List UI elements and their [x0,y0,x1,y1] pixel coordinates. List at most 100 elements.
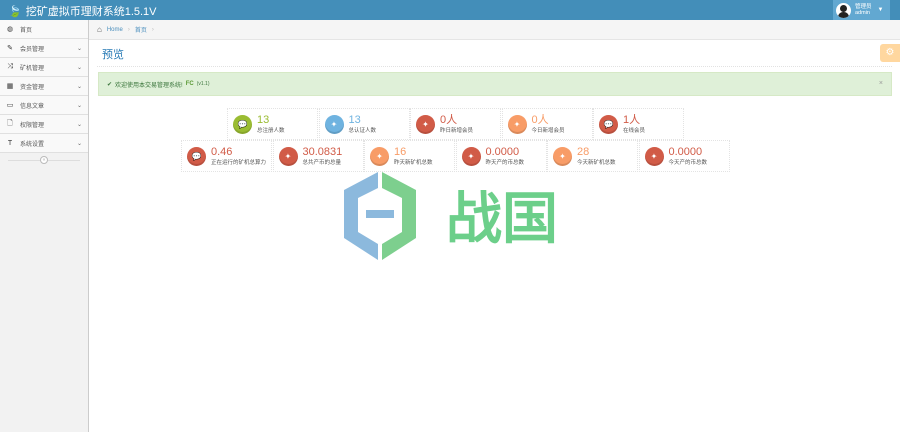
twitter-icon: ✦ [416,114,435,134]
stat-label: 总注册人数 [257,128,285,134]
stat-card: 💬 13 总注册人数 [227,108,318,140]
sidebar-collapse-button[interactable]: « [0,153,88,167]
sidebar-item-label: 矿机管理 [20,65,45,72]
stat-label: 今天新矿机总数 [577,160,616,166]
stat-card: ✦ 0.0000 今天产的币总数 [638,140,730,172]
sidebar-item-label: 首页 [20,27,33,34]
text-icon: T [7,139,13,147]
stat-value: 1人 [623,114,641,126]
stat-label: 昨天产的币总数 [485,160,525,166]
alert-brand: FC [185,81,194,87]
sidebar-item-funds[interactable]: ▦资金管理⌄ [0,77,88,96]
comments-icon: 💬 [599,114,618,134]
stat-label: 昨日新增会员 [440,128,474,134]
stat-card: ✦ 0人昨日新增会员 [410,108,501,140]
stat-label: 今日新增会员 [531,128,565,134]
twitter-icon: ✦ [644,146,664,166]
stat-value: 0人 [440,114,458,126]
stat-label: 总共产币的总量 [302,160,342,166]
twitter-icon: ✦ [324,114,344,134]
comments-icon: 💬 [233,114,252,134]
stat-label: 正在运行的矿机总算力 [211,160,267,166]
sidebar-item-miners[interactable]: ⤨ 矿机管理 ⌄ [0,58,88,77]
sidebar-item-articles[interactable]: ▭ 信息文章 ⌄ [0,96,88,115]
home-icon: ⌂ [97,25,102,34]
breadcrumb-separator: › [127,26,130,33]
divider [97,66,892,67]
stat-value: 30.0831 [302,146,343,158]
stat-value: 13 [257,114,270,126]
check-icon: ✔ [107,81,113,88]
alert-text: 欢迎使用本交易管理系统! [115,82,183,89]
watermark-logo: 战国 [344,172,558,260]
leaf-icon: 🍃 [8,5,22,18]
logo-bar [366,210,394,218]
sidebar: ◍ 首页 ✎ 会员管理 ⌄ ⤨ 矿机管理 ⌄ ▦ 资金管理 ⌄ ▭ 信息文章 ⌄ 🗋 权限管理 ⌄ T… [0,20,89,432]
calendar-icon: ▦ [6,83,14,90]
stat-value: 13 [348,114,361,126]
sidebar-item-permissions[interactable]: 🗋 权限管理 ⌄ [0,115,88,134]
caret-down-icon: ▼ [877,7,884,13]
dashboard-icon: ◍ [6,26,14,33]
stat-value: 0.46 [211,146,233,158]
user-role: 管理员 [855,4,872,10]
stat-label: 昨天新矿机总数 [394,160,433,166]
stat-card: ✦ 30.0831 总共产币的总量 [272,140,364,172]
sidebar-item-label: 资金管理 [20,84,45,91]
chevron-down-icon: ⌄ [76,140,82,147]
stat-value: 0.0000 [485,146,520,158]
stat-card: ✦ 0.0000 昨天产的币总数 [455,140,547,172]
stat-card: 💬 1人在线会员 [593,108,684,140]
list-icon: ▭ [6,102,14,109]
stat-card: ✦ 0人今日新增会员 [501,108,593,140]
twitter-icon: ✦ [461,146,481,166]
sidebar-item-label: 信息文章 [20,103,45,110]
chevron-down-icon: ⌄ [76,121,82,128]
user-name: admin [855,10,870,16]
stat-card: ✦ 13 总认证人数 [318,108,410,140]
stat-label: 总认证人数 [348,128,377,134]
welcome-alert: ✔ 欢迎使用本交易管理系统! FC (v1.1) × [98,72,892,96]
comments-icon: 💬 [187,146,206,166]
sidebar-item-members[interactable]: ✎ 会员管理 ⌄ [0,39,88,58]
chevron-down-icon: ⌄ [76,64,82,71]
double-angle-left-icon: « [40,156,48,164]
file-icon: 🗋 [7,119,13,127]
stat-value: 16 [394,146,407,158]
twitter-icon: ✦ [278,146,298,166]
stat-card: 💬 0.46 正在运行的矿机总算力 [181,140,272,172]
page-title: 预览 [102,49,124,61]
brand[interactable]: 🍃挖矿虚拟币理财系统1.5.1V [8,3,157,19]
edit-icon: ✎ [7,45,13,52]
alert-version: (v1.1) [196,81,210,87]
gear-icon: ⚙ [885,47,895,58]
logo-hexagon-left [344,172,378,260]
stat-value: 28 [577,146,590,158]
stat-label: 在线会员 [623,128,646,134]
app-title: 挖矿虚拟币理财系统1.5.1V [25,6,157,18]
twitter-icon: ✦ [507,114,527,134]
stat-label: 今天产的币总数 [668,160,708,166]
sidebar-item-home[interactable]: ◍ 首页 [0,20,88,39]
breadcrumb-current[interactable]: 首页 [134,28,147,34]
chevron-down-icon: ⌄ [76,102,82,109]
close-icon[interactable]: × [878,80,883,87]
avatar [836,2,851,18]
settings-button[interactable]: ⚙ [880,44,900,62]
breadcrumb-separator: › [151,26,154,33]
stat-value: 0.0000 [668,146,703,158]
sidebar-item-label: 权限管理 [20,122,45,129]
stat-value: 0人 [531,114,549,126]
twitter-icon: ✦ [370,146,389,166]
watermark-text: 战国 [446,187,558,252]
breadcrumb: ⌂ Home › 首页 › [89,20,900,40]
random-icon: ⤨ [7,63,13,70]
logo-hexagon-right [382,172,416,260]
chevron-down-icon: ⌄ [76,45,82,52]
breadcrumb-home[interactable]: Home [106,26,123,33]
sidebar-item-label: 会员管理 [20,46,45,53]
